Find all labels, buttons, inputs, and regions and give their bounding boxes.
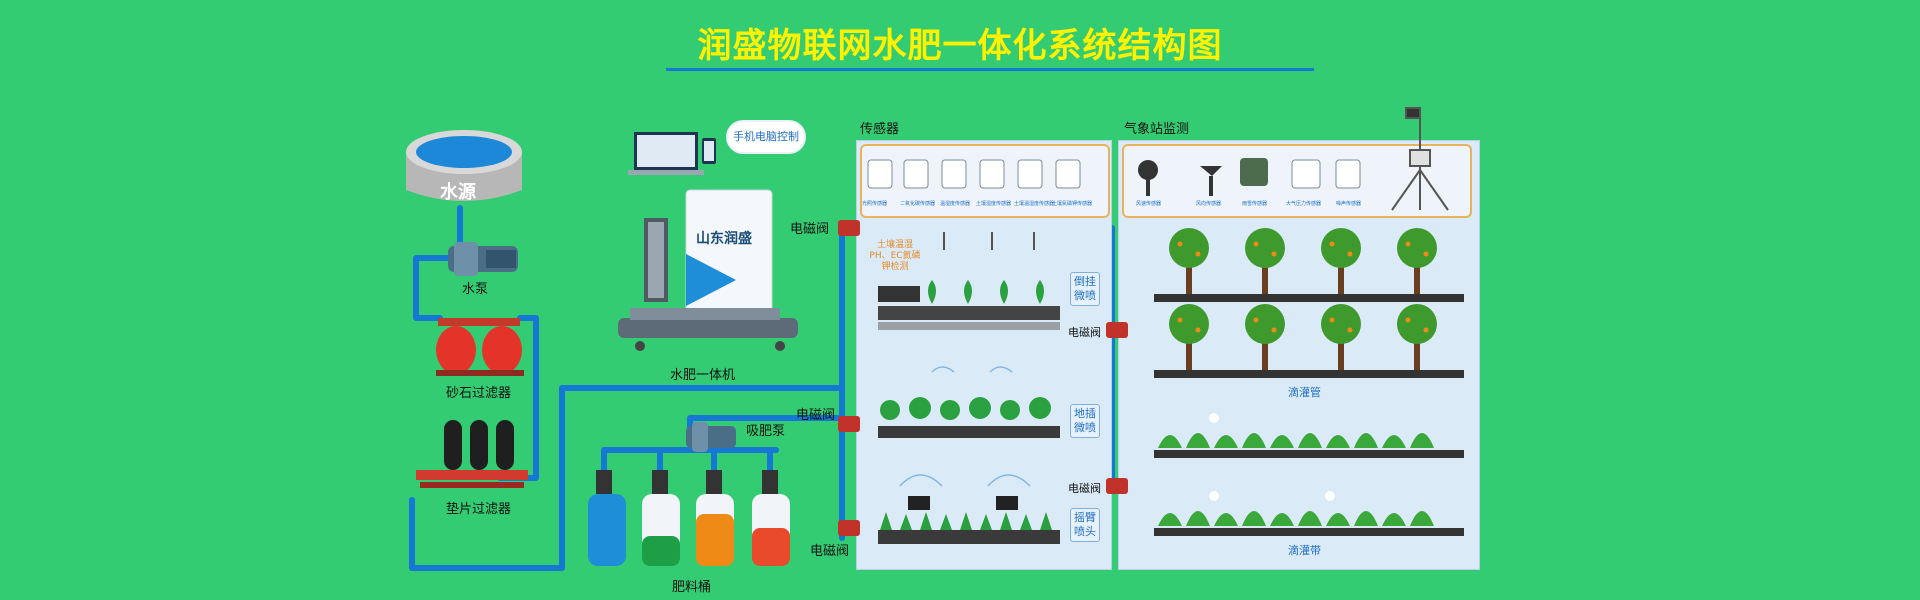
suction-pump-label: 吸肥泵 — [746, 424, 786, 439]
valve-icon — [838, 220, 1128, 536]
fertigation-machine-label: 水肥一体机 — [670, 368, 736, 383]
fertilizer-tanks-graphic — [588, 470, 790, 566]
weather-heading: 气象站监测 — [1124, 122, 1190, 137]
sensor-caption-3: 温湿度传感器 — [940, 201, 971, 207]
water-source-label: 水源 — [440, 182, 476, 203]
rocker-spray-tag: 摇臂喷头 — [1070, 508, 1100, 542]
valve-label-3: 电磁阀 — [810, 544, 850, 559]
sensor-caption-4: 土壤湿度传感器 — [976, 201, 1012, 207]
tank-icon — [406, 130, 522, 201]
pump-icon — [448, 242, 518, 276]
pump-label: 水泵 — [462, 282, 489, 297]
sensor-devices — [867, 159, 1081, 189]
soil-detection-label: 土壤温湿PH、EC氮磷钾检测 — [869, 240, 921, 272]
drip-tape-label: 滴灌带 — [1288, 544, 1321, 557]
valve-label-4: 电磁阀 — [1068, 326, 1101, 339]
sprinkler-icon — [878, 232, 1060, 330]
valve-label-2: 电磁阀 — [796, 408, 836, 423]
disc-filter-graphic — [416, 420, 528, 488]
brand-label: 山东润盛 — [696, 231, 752, 247]
suction-pump-graphic — [686, 422, 736, 452]
sensor-caption-5: 土壤温湿度传感器 — [1014, 201, 1055, 207]
weather-station-icon — [1391, 107, 1449, 211]
laptop-icon — [628, 132, 716, 175]
weather-devices — [1138, 158, 1361, 196]
weather-caption-4: 大气压力传感器 — [1286, 201, 1322, 207]
valve-label-5: 电磁阀 — [1068, 482, 1101, 495]
fertilizer-tank-label: 肥料桶 — [672, 580, 712, 595]
weather-caption-3: 雨雪传感器 — [1242, 201, 1268, 207]
title-underline — [666, 68, 1314, 71]
rocker-spray-graphic — [878, 474, 1060, 544]
fertigation-machine-graphic — [618, 189, 798, 351]
sensor-caption-2: 二氧化碳传感器 — [900, 201, 936, 207]
drip-tape-graphic — [1154, 413, 1464, 536]
tree-icon — [1154, 228, 1464, 378]
sensor-caption-6: 土壤氮磷钾传感器 — [1052, 201, 1093, 207]
weather-caption-5: 噪声传感器 — [1336, 201, 1362, 207]
sand-filter-label: 砂石过滤器 — [446, 386, 512, 401]
page-title: 润盛物联网水肥一体化系统结构图 — [697, 26, 1223, 66]
ground-spray-graphic — [878, 366, 1060, 438]
filter-icon — [436, 318, 524, 376]
weather-caption-1: 风速传感器 — [1136, 201, 1162, 207]
disc-filter-label: 垫片过滤器 — [446, 502, 512, 517]
weather-caption-2: 风向传感器 — [1196, 201, 1222, 207]
valve-label-1: 电磁阀 — [790, 222, 830, 237]
ground-spray-tag: 地插微喷 — [1070, 404, 1100, 438]
drip-pipe-label: 滴灌管 — [1288, 386, 1321, 399]
sensors-heading: 传感器 — [860, 122, 900, 137]
sensor-caption-1: 光照传感器 — [862, 201, 888, 207]
phone-control-bubble: 手机电脑控制 — [728, 122, 804, 152]
hanging-spray-tag: 倒挂微喷 — [1070, 272, 1100, 306]
